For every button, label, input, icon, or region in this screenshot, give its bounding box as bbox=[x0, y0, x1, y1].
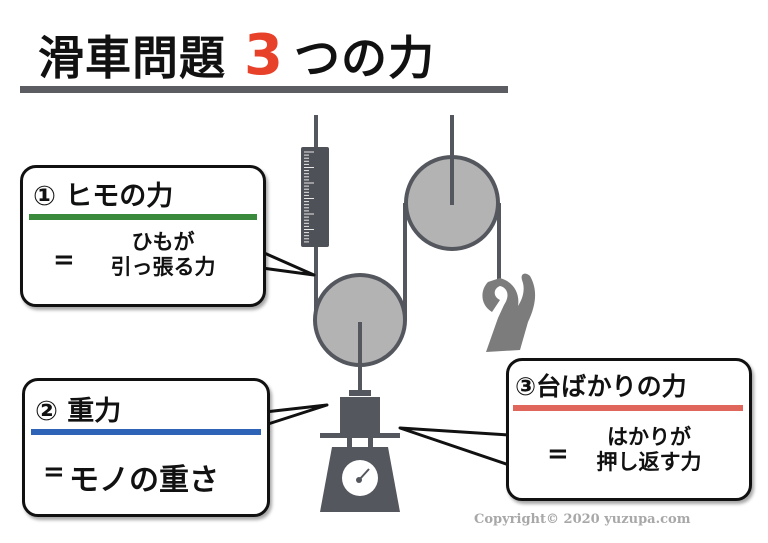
title-number: 3 bbox=[244, 23, 284, 88]
callout-string-force: ① ヒモの力 = ひもが引っ張る力 bbox=[20, 165, 266, 307]
weight-icon bbox=[340, 390, 380, 433]
callout3-pointer bbox=[398, 426, 510, 467]
desc-line: 押し返す力 bbox=[596, 450, 702, 474]
callout-desc: モノの重さ bbox=[69, 463, 219, 498]
desc-line: 引っ張る力 bbox=[110, 255, 216, 279]
red-underline bbox=[513, 405, 743, 411]
hand-icon bbox=[482, 273, 536, 352]
desc-line: はかりが bbox=[607, 425, 691, 449]
desc-line: ひもが bbox=[131, 230, 195, 254]
callout1-pointer bbox=[261, 250, 316, 277]
callout-gravity: ② 重力 = モノの重さ bbox=[22, 378, 270, 517]
title-underline bbox=[20, 86, 508, 93]
kitchen-scale-icon bbox=[320, 433, 400, 512]
blue-underline bbox=[31, 429, 261, 435]
title-suffix: つの力 bbox=[293, 31, 435, 85]
callout-desc: ひもが引っ張る力 bbox=[93, 230, 233, 280]
callout-heading: ① ヒモの力 bbox=[33, 181, 174, 212]
callout-scale-force: ③台ばかりの力 = はかりが押し返す力 bbox=[506, 358, 752, 501]
spring-scale-icon bbox=[301, 147, 329, 247]
callout-heading: ② 重力 bbox=[35, 396, 122, 427]
callout2-pointer bbox=[264, 403, 329, 427]
copyright: Copyright© 2020 yuzupa.com bbox=[474, 512, 691, 527]
title-prefix: 滑車問題 bbox=[38, 31, 226, 85]
equals-sign: = bbox=[53, 245, 75, 275]
green-underline bbox=[29, 214, 257, 220]
callout-desc: はかりが押し返す力 bbox=[579, 425, 719, 475]
callout-heading: ③台ばかりの力 bbox=[515, 372, 687, 401]
equals-sign: = bbox=[547, 439, 569, 469]
equals-sign: = bbox=[43, 457, 65, 487]
